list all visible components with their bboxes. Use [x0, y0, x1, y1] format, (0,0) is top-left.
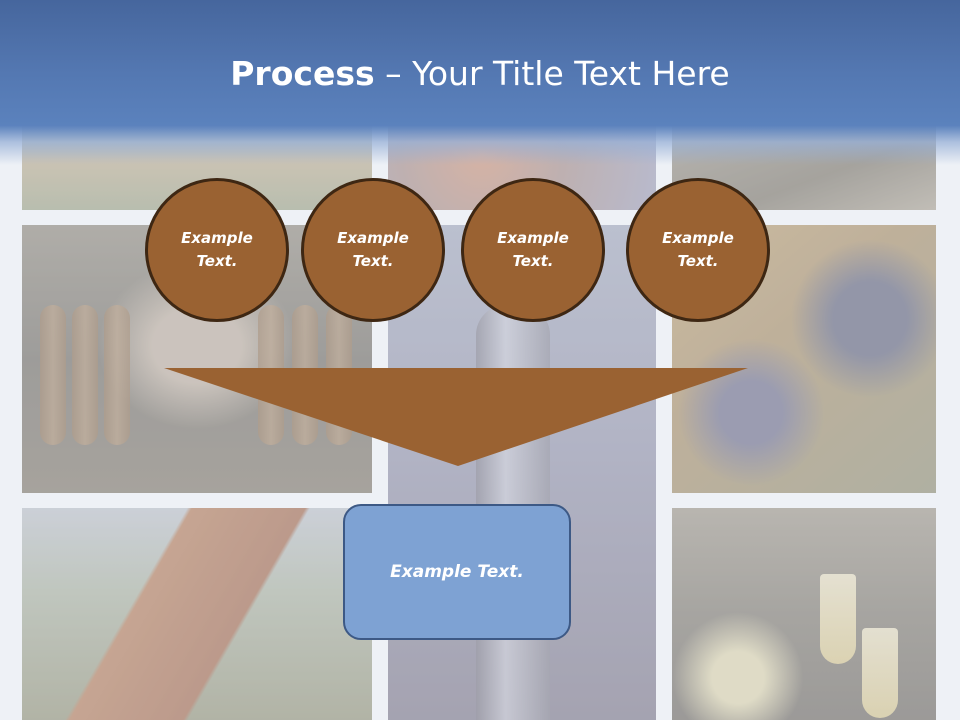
result-box[interactable]: Example Text.: [343, 504, 571, 640]
title-banner: [0, 0, 960, 165]
funnel-triangle[interactable]: [164, 368, 748, 466]
vineyard-hills-photo: [22, 508, 372, 720]
title-rest: – Your Title Text Here: [374, 54, 730, 93]
champagne-glasses-photo: [672, 508, 936, 720]
result-text: Example Text.: [390, 562, 524, 582]
funnel-shape: [164, 368, 748, 466]
slide-title[interactable]: Process – Your Title Text Here: [0, 52, 960, 96]
title-bold: Process: [230, 54, 375, 93]
